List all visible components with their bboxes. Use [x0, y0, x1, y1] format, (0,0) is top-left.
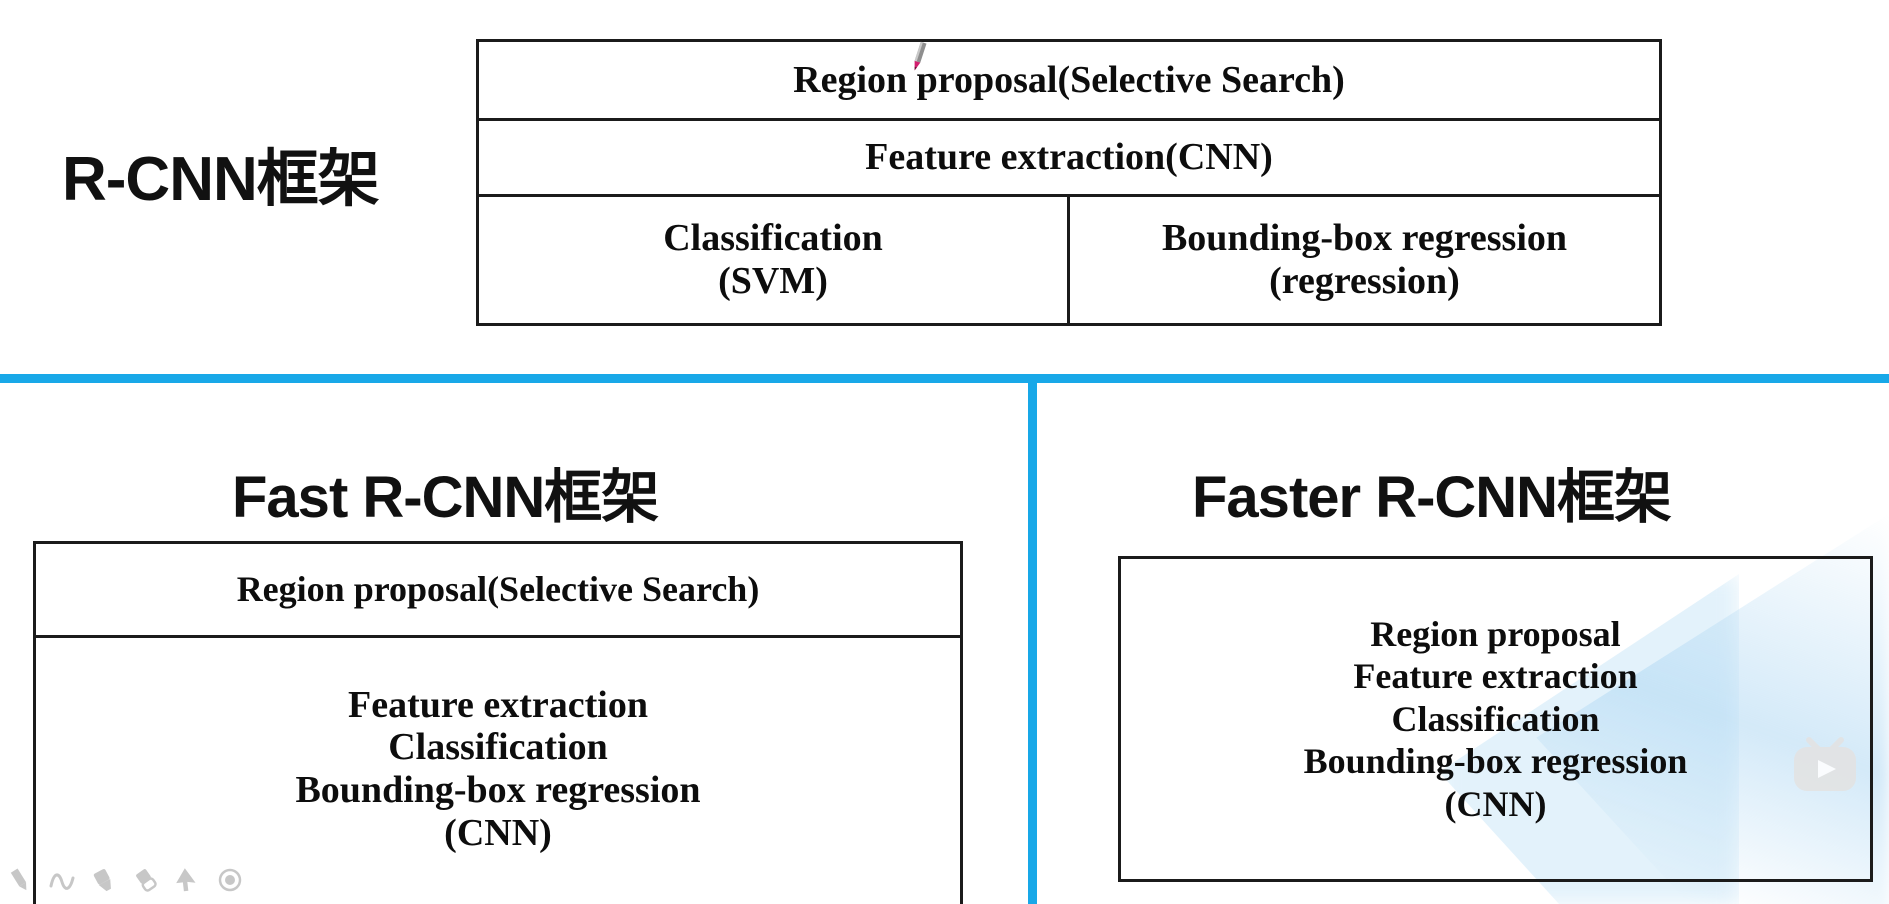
fast-rcnn-classification-label: Classification: [388, 726, 608, 769]
horizontal-blue-divider: [0, 374, 1889, 383]
rcnn-row-feature-extraction: Feature extraction(CNN): [479, 121, 1659, 197]
faster-rcnn-architecture-box: Region proposal Feature extraction Class…: [1118, 556, 1873, 882]
faster-rcnn-bbox-regression-label: Bounding-box regression: [1303, 741, 1688, 782]
pointer-tool-icon[interactable]: [174, 866, 202, 894]
rcnn-classification-sublabel: (SVM): [718, 260, 828, 302]
rcnn-cell-classification: Classification (SVM): [479, 197, 1070, 323]
faster-rcnn-section-title: Faster R-CNN框架: [1192, 465, 1672, 530]
rcnn-architecture-table: Region proposal(Selective Search) Featur…: [476, 39, 1662, 326]
pen-tool-icon[interactable]: [6, 866, 34, 894]
squiggle-tool-icon[interactable]: [48, 866, 76, 894]
fast-rcnn-section-title: Fast R-CNN框架: [232, 465, 659, 530]
rcnn-feature-extraction-label: Feature extraction(CNN): [865, 136, 1273, 179]
fast-rcnn-bbox-regression-label: Bounding-box regression: [295, 769, 701, 811]
annotation-toolbar[interactable]: [6, 866, 244, 894]
faster-rcnn-stage-list: Region proposal Feature extraction Class…: [1304, 613, 1688, 825]
fast-rcnn-region-proposal-label: Region proposal(Selective Search): [236, 569, 760, 610]
vertical-blue-divider: [1028, 383, 1037, 904]
rcnn-bbox-regression-label: Bounding-box regression: [1161, 217, 1568, 260]
fast-rcnn-architecture-box: Region proposal(Selective Search) Featur…: [33, 541, 963, 904]
faster-rcnn-feature-extraction-label: Feature extraction: [1353, 656, 1638, 697]
faster-rcnn-classification-label: Classification: [1391, 698, 1600, 739]
fast-rcnn-row-cnn-stage: Feature extraction Classification Boundi…: [36, 638, 960, 904]
highlighter-tool-icon[interactable]: [90, 866, 118, 894]
rcnn-row-region-proposal: Region proposal(Selective Search): [479, 42, 1659, 121]
fast-rcnn-row-region-proposal: Region proposal(Selective Search): [36, 544, 960, 638]
faster-rcnn-cnn-label: (CNN): [1444, 783, 1547, 824]
laser-pointer-tool-icon[interactable]: [216, 866, 244, 894]
rcnn-section-title: R-CNN框架: [62, 145, 380, 214]
rcnn-row-heads: Classification (SVM) Bounding-box regres…: [479, 197, 1659, 323]
fast-rcnn-feature-extraction-label: Feature extraction: [347, 683, 648, 726]
rcnn-cell-bbox-regression: Bounding-box regression (regression): [1070, 197, 1659, 323]
rcnn-bbox-regression-sublabel: (regression): [1269, 260, 1460, 302]
eraser-tool-icon[interactable]: [132, 866, 160, 894]
rcnn-classification-label: Classification: [663, 217, 883, 260]
faster-rcnn-region-proposal-label: Region proposal: [1370, 613, 1621, 654]
fast-rcnn-cnn-label: (CNN): [444, 811, 552, 854]
rcnn-region-proposal-label: Region proposal(Selective Search): [793, 58, 1345, 101]
